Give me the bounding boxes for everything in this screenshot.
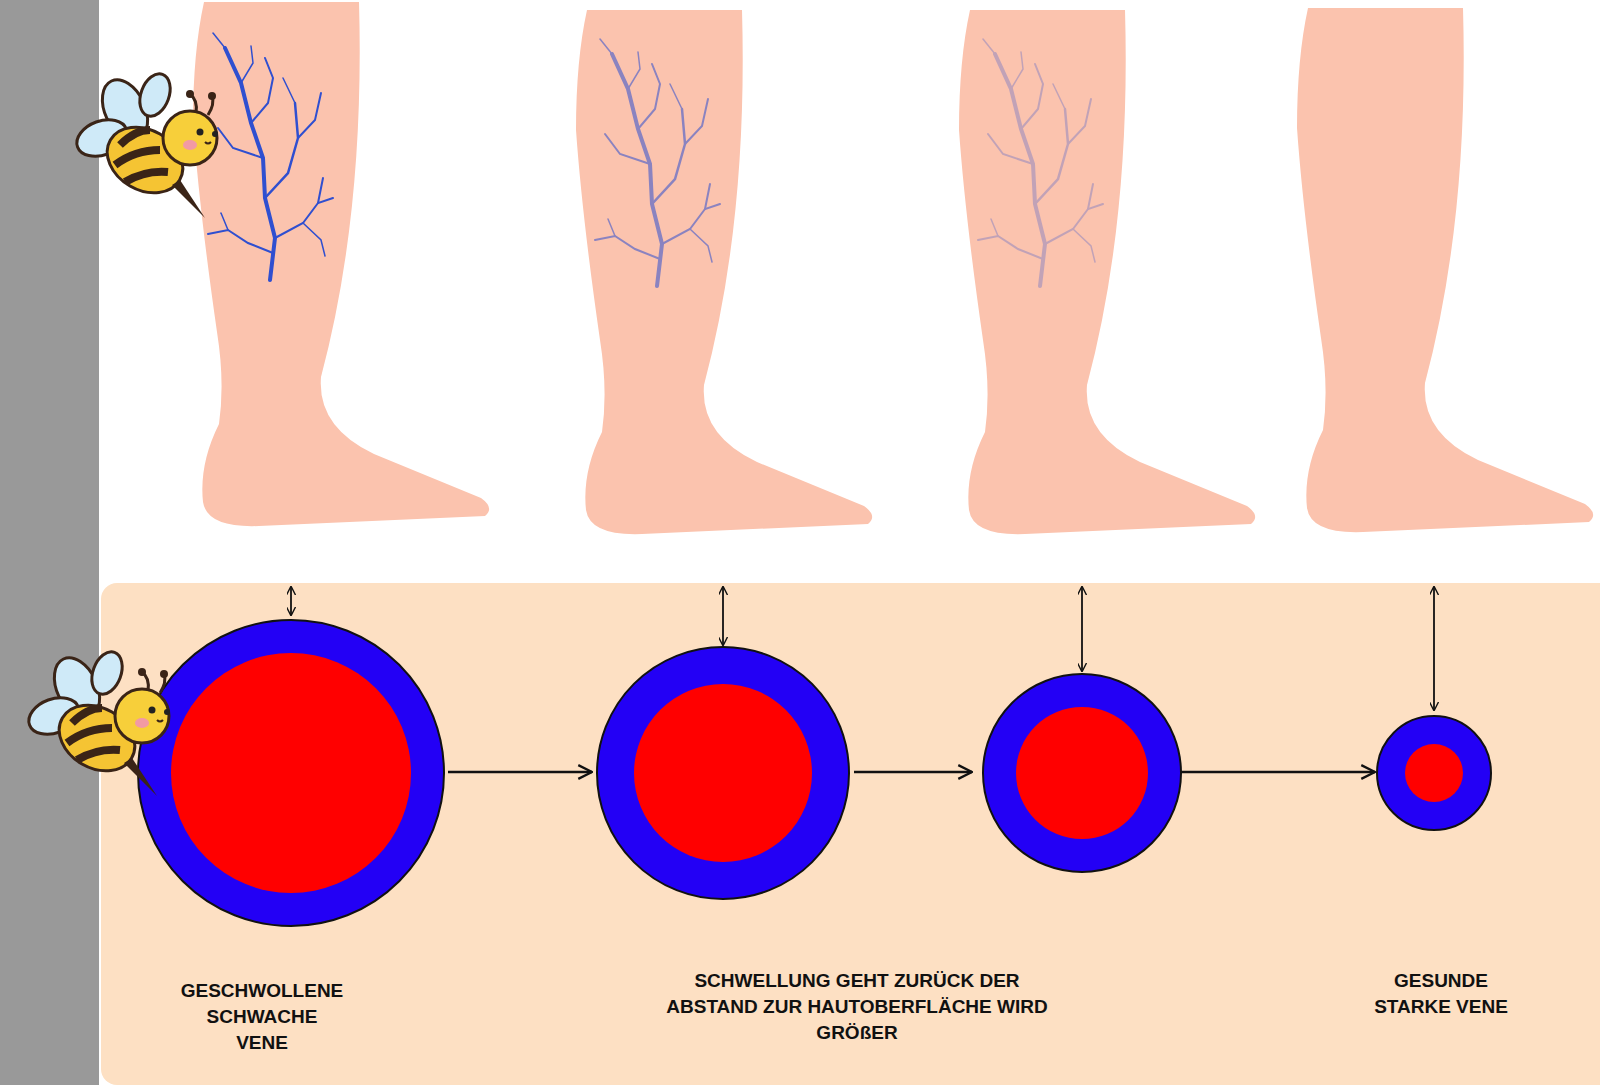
progress-arrow	[854, 771, 972, 774]
vein-sections	[138, 620, 1491, 926]
vein	[595, 39, 720, 286]
vein-wall	[138, 620, 444, 926]
vein-wall	[1377, 716, 1491, 830]
distance-arrow	[1433, 587, 1435, 710]
progress-arrows	[448, 771, 1375, 774]
bee	[24, 648, 170, 796]
top-ground	[99, 0, 1600, 560]
distance-arrow	[1081, 587, 1083, 671]
legs	[193, 2, 1593, 534]
vein	[978, 39, 1103, 286]
distance-arrow	[290, 587, 292, 615]
bee	[72, 70, 218, 218]
distance-arrows	[291, 587, 1434, 710]
vein-wall	[597, 647, 849, 899]
progress-arrow	[448, 771, 592, 774]
leg	[1297, 8, 1593, 532]
leg	[576, 10, 872, 534]
leg	[193, 2, 489, 526]
caption-label: GESUNDE STARKE VENE	[1354, 968, 1529, 1020]
side-bar	[0, 0, 99, 1085]
vein-lumen	[634, 684, 812, 862]
leg	[959, 10, 1255, 534]
vein-lumen	[171, 653, 411, 893]
vein	[208, 33, 333, 280]
skin-panel	[101, 583, 1600, 1085]
distance-arrow	[722, 587, 724, 645]
caption-label: SCHWELLUNG GEHT ZURÜCK DER ABSTAND ZUR H…	[662, 968, 1052, 1046]
progress-arrow	[1179, 771, 1375, 774]
vein-wall	[983, 674, 1181, 872]
caption-label: GESCHWOLLENE SCHWACHE VENE	[181, 978, 344, 1056]
vein-lumen	[1405, 744, 1463, 802]
vein-lumen	[1016, 707, 1148, 839]
